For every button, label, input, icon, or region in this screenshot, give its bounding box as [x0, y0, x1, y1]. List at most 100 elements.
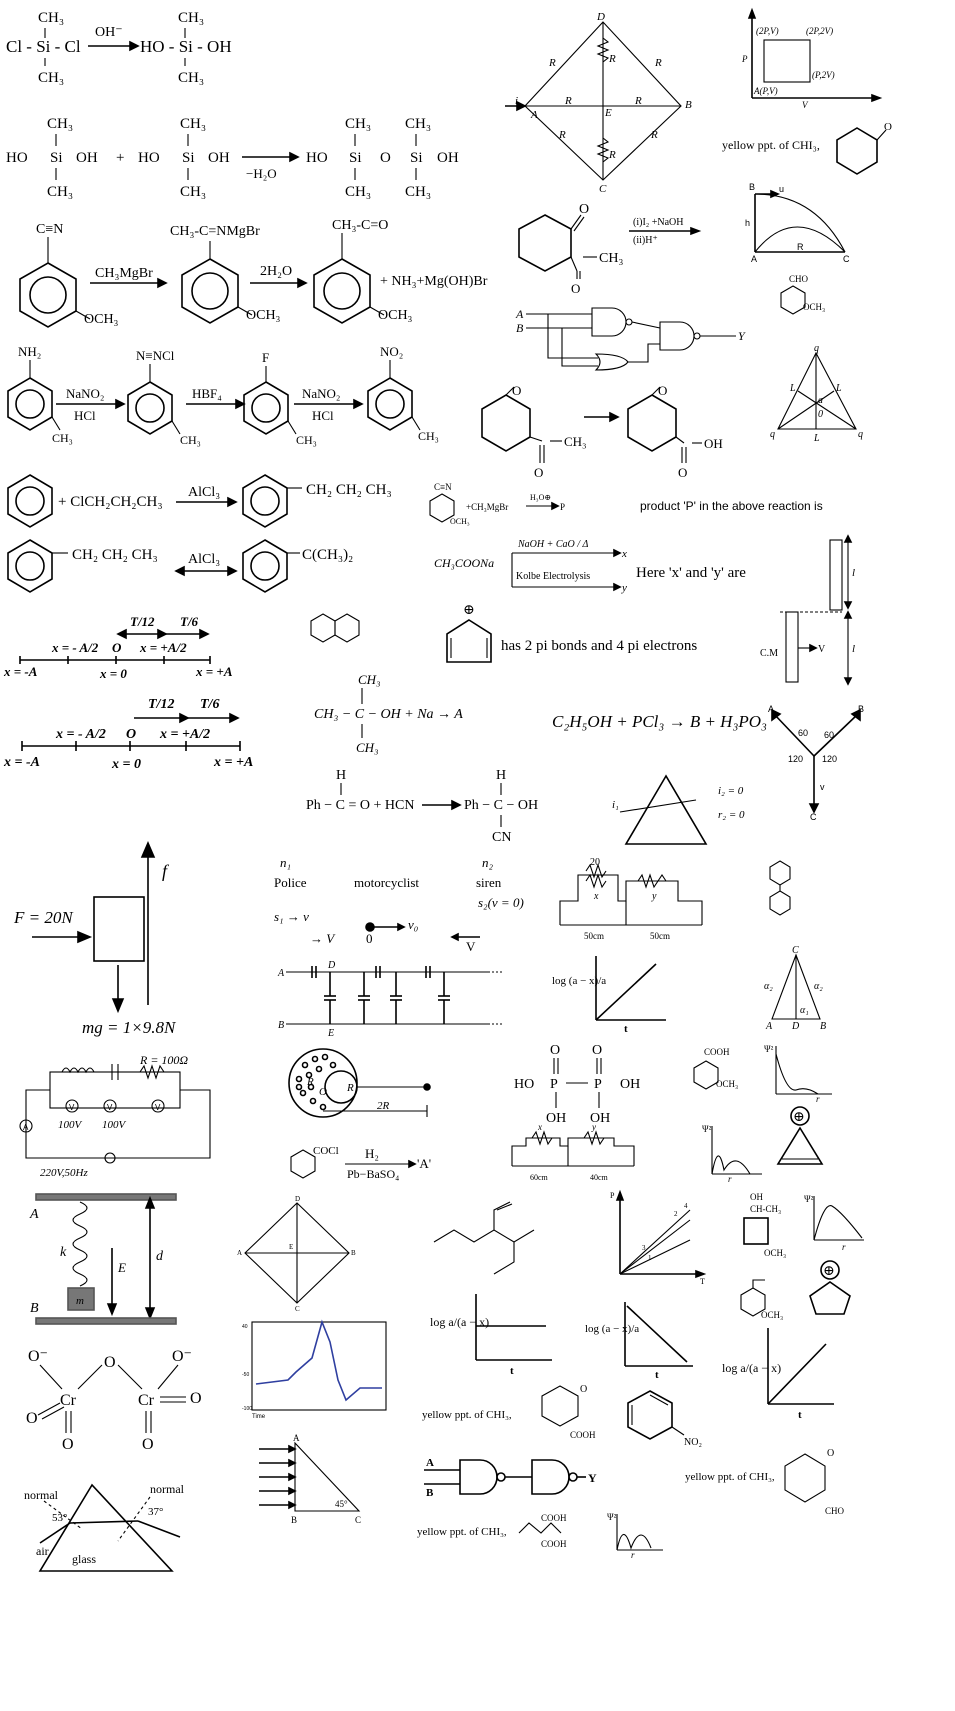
catalyst: AlCl₃	[188, 552, 220, 567]
nand-gate-circuit: A B Y	[424, 1457, 597, 1499]
oh-label: OH	[750, 1192, 763, 1202]
cho-label: CHO	[825, 1506, 845, 1516]
line-label: 1	[648, 1254, 652, 1262]
ch3-label: CH₃	[405, 116, 431, 132]
och3-label: OCH₃	[84, 312, 119, 327]
cn-label: C≡N	[36, 222, 63, 237]
iodoform-caption: yellow ppt. of CHI₃,	[422, 1409, 512, 1421]
velocity-label: → V	[310, 931, 336, 946]
iodoform-caption: yellow ppt. of CHI₃,	[417, 1526, 507, 1538]
resistance-label: 20	[590, 857, 600, 868]
reagent: +CH₃MgBr	[466, 502, 508, 512]
r-label: R	[608, 149, 616, 161]
reactants: Ph − C = O + HCN	[306, 798, 414, 813]
no2-label: NO₂	[684, 1437, 702, 1448]
product: HO - Si - OH	[140, 37, 232, 56]
ch3-label: CH₃	[345, 116, 371, 132]
isosceles-triangle: C A D B α₂ α₂ α₁	[764, 945, 826, 1032]
plus: +	[116, 150, 124, 166]
angle-label: α₂	[764, 981, 773, 992]
mass-label: m	[76, 1295, 84, 1307]
resistor-bridge-2: D A B C E	[237, 1195, 356, 1313]
psi-squared-graph-2: Ψ² r	[702, 1124, 762, 1184]
ch3-label: CH₃	[47, 116, 73, 132]
cooh-label: COOH	[570, 1430, 596, 1440]
diketone-cleavage: O O CH₃ O O OH	[481, 383, 723, 480]
point-label: C	[810, 812, 817, 822]
point-label: B	[749, 182, 755, 192]
axis-label: V	[802, 100, 809, 110]
friedel-crafts-1: + ClCH₂CH₂CH₃ AlCl₃ CH₂ CH₂ CH₃	[7, 474, 392, 528]
plate-label: B	[30, 1301, 39, 1316]
point-label: A	[751, 254, 757, 264]
product: Ph − C − OH	[464, 798, 538, 813]
capacitor-ladder: A B D E	[277, 960, 502, 1039]
psi-squared-graph-3: Ψ² r	[804, 1194, 864, 1252]
angle-label: i₁	[612, 799, 619, 811]
silanol-condensation: CH₃ HO Si OH CH₃ + CH₃ HO Si OH CH₃ −H₂O…	[6, 116, 459, 200]
vertex-label: A	[293, 1433, 300, 1443]
r-label: R	[548, 57, 556, 69]
side-label: L	[813, 433, 820, 444]
ho-label: HO	[138, 150, 160, 166]
catalyst: Pb−BaSO₄	[347, 1167, 399, 1181]
source-label: Police	[274, 875, 307, 890]
ch3-label: CH₃	[358, 672, 381, 687]
side-label: L	[835, 383, 842, 394]
plate-label: A	[29, 1207, 39, 1222]
node-label: A	[237, 1249, 242, 1257]
cation-plus: ⊕	[793, 1110, 805, 1125]
axis-label: log a/(a − x)	[722, 1361, 781, 1375]
angle-label: 37°	[148, 1506, 163, 1518]
charge-label: q	[814, 343, 819, 354]
o-label: O	[658, 383, 667, 398]
reagent: NaOH + CaO / Δ	[517, 539, 589, 550]
cocl-label: COCl	[313, 1145, 339, 1157]
o-label: O	[142, 1436, 154, 1453]
node-label: D	[295, 1195, 300, 1203]
frequency-label: n₁	[280, 855, 291, 870]
naphthalene	[310, 613, 360, 643]
position-label: x = +A/2	[139, 640, 187, 655]
position-label: x = +A/2	[159, 727, 210, 742]
r-label: R	[634, 95, 642, 107]
time-label: T/6	[180, 614, 199, 629]
ho-label: HO	[514, 1077, 534, 1092]
lcr-circuit: R = 100Ω V V V 100V 100V A 220V,50Hz	[19, 1053, 211, 1179]
reagent: (i)I₂ +NaOH	[633, 217, 684, 228]
o-label: O	[190, 1390, 202, 1407]
x-label: x	[593, 891, 599, 902]
o-minus: O⁻	[28, 1348, 48, 1365]
friedel-crafts-2: CH₂ CH₂ CH₃ AlCl₃ C(CH₃)₂	[7, 539, 353, 593]
siren-velocity: s₂(v = 0)	[478, 895, 524, 910]
o-label: O	[26, 1410, 38, 1427]
o-label: O	[884, 121, 892, 133]
product-label: 'A'	[417, 1156, 431, 1171]
voltmeter-icon: V	[155, 1103, 161, 1112]
diacid-iodoform: yellow ppt. of CHI₃, COOH COOH	[417, 1513, 567, 1549]
length-label: 40cm	[590, 1173, 609, 1182]
si-label: Si	[50, 150, 63, 166]
reagent: HCl	[312, 408, 334, 423]
p-atom: P	[550, 1077, 558, 1092]
siren-label: siren	[476, 875, 502, 890]
axis-label: Ψ²	[764, 1044, 774, 1054]
ch3-label: CH₃	[180, 116, 206, 132]
reagent: NaNO₂	[302, 386, 340, 401]
axis-label: Ψ²	[607, 1512, 617, 1522]
prism-refraction: normal normal 53° 37° air glass	[24, 1482, 185, 1572]
cyclopentadienyl-cation: ⊕ has 2 pi bonds and 4 pi electrons	[446, 603, 697, 663]
log-rise-graph: log a/(a − x) t	[722, 1328, 834, 1421]
product-label: y	[621, 582, 627, 594]
axis-label: log (a − x)/a	[585, 1323, 639, 1335]
charge-label: q	[770, 429, 775, 440]
voltage-label: 100V	[58, 1119, 83, 1131]
question-text: Here 'x' and 'y' are	[636, 565, 746, 581]
r-label: R	[654, 57, 662, 69]
ch3-label: CH₃	[180, 433, 201, 447]
vertex-label: B	[291, 1515, 297, 1525]
cho-label: CHO	[789, 274, 809, 284]
vertex-label: C	[355, 1515, 361, 1525]
ch3-label: CH₃	[52, 431, 73, 445]
node-label: D	[596, 11, 605, 23]
